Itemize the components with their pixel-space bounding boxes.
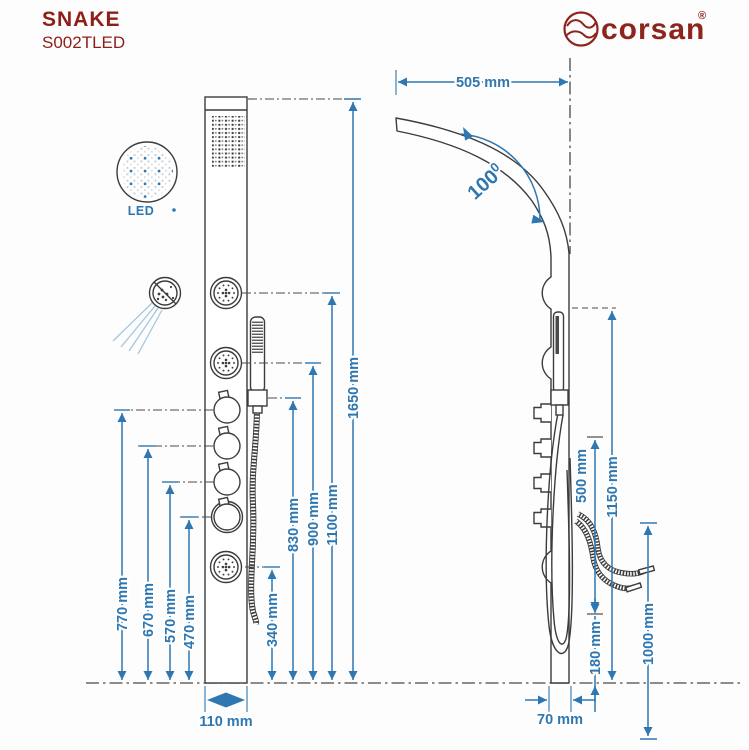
dimension-900mm: 900 mm [306,492,322,546]
hand-shower-front [247,316,268,625]
shower-height-dimension: 1150 mm [572,307,623,680]
dimension-670mm: 670 mm [141,583,157,637]
side-view: 505 mm 1000 1150 mm 500 mm 180 mm [395,58,659,740]
side-knob-4 [533,508,552,528]
hose-dimension: 500 mm [572,436,603,615]
supply-height-dimension: 1000 mm [639,522,659,740]
side-knob-1 [533,403,552,423]
top-jet [209,276,243,310]
dimension-340mm: 340 mm [265,593,281,647]
dimension-570mm: 570 mm [163,589,179,643]
dimension-500mm: 500 mm [574,449,590,503]
registered-mark-icon: ® [698,10,706,22]
shower-panel-front [204,96,248,684]
brand-name: corsan [601,13,705,46]
supply-hoses [574,511,656,593]
product-model: S002TLED [42,33,125,52]
hand-shower-holder [247,389,268,407]
reach-dimension: 505 mm [395,70,568,95]
led-callout: LED [116,141,178,218]
dimension-1650mm: 1650 mm [346,357,362,419]
product-name: SNAKE [42,8,121,31]
rain-shower-head [212,116,245,167]
dimension-1100mm: 1100 mm [325,484,341,545]
wave-icon [563,11,599,47]
dimension-1000mm: 1000 mm [641,603,657,665]
dimension-70mm: 70 mm [537,712,583,728]
dimension-lines-front: 770 mm 670 mm 570 mm 470 mm 340 mm 830 m… [113,98,364,680]
dimension-770mm: 770 mm [115,577,131,631]
bottom-jet [209,550,243,584]
massage-jet-callout [112,276,182,355]
dimension-470mm: 470 mm [182,595,198,649]
led-label: LED [128,204,155,218]
dimension-110mm: 110 mm [199,714,252,730]
base-depth-dimension: 70 mm [525,686,595,730]
width-dimension-front: 110 mm [197,686,255,732]
dimension-1150mm: 1150 mm [605,456,621,517]
middle-jet [209,346,243,380]
brand-logo: corsan ® [563,10,706,47]
outlet-height-dimension: 180 mm [586,598,606,712]
spray-lines-icon [112,302,163,355]
dimension-505mm: 505 mm [456,75,510,91]
front-view: LED [112,96,364,732]
hose-loop-side [545,412,574,655]
side-knob-2 [533,438,552,458]
shower-panel-side [395,117,570,684]
dimension-830mm: 830 mm [286,498,302,552]
dimension-180mm: 180 mm [588,621,604,675]
hand-shower-side [550,311,569,416]
